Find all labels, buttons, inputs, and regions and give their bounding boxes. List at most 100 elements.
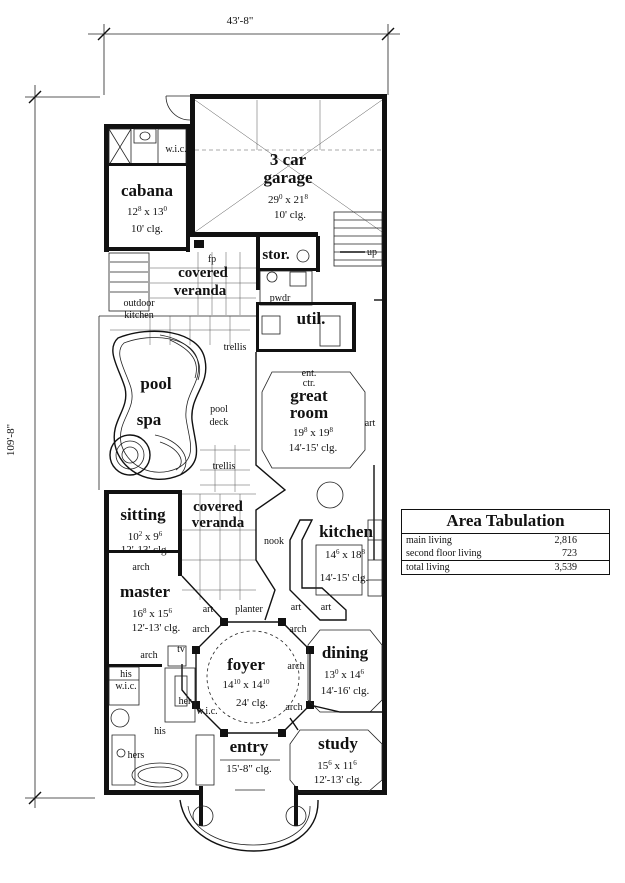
overall-depth-label: 109'-8" [5, 424, 17, 456]
pool-deck-2: deck [210, 417, 229, 428]
nook-label: nook [264, 536, 284, 547]
bottom-veranda-name-2: veranda [192, 515, 245, 531]
outdoor-kitchen-2: kitchen [124, 310, 153, 321]
arch-label-1: arch [132, 562, 149, 573]
master-walls [181, 575, 226, 713]
arch-label-6: arch [285, 702, 302, 713]
art-label-3: art [321, 602, 332, 613]
depth-dimension: 109'-8" [5, 85, 100, 808]
garage-dims: 290 x 218 [268, 193, 309, 206]
cabana-fixtures [108, 128, 187, 166]
area-row-total-living: total living 3,539 [402, 560, 609, 574]
foyer-dims: 1410 x 1410 [223, 678, 271, 691]
study-dims: 156 x 116 [317, 759, 357, 772]
kitchen-fixtures [289, 481, 383, 621]
cabana-ceiling: 10' clg. [131, 223, 163, 235]
arch-label-4: arch [140, 650, 157, 661]
great-room-dims: 198 x 198 [293, 426, 334, 439]
top-veranda-name-1: covered [178, 265, 228, 281]
foyer-rotunda [192, 618, 314, 737]
dining-name: dining [322, 643, 369, 662]
area-row-label: main living [406, 535, 452, 546]
pool-label: pool [140, 374, 171, 393]
great-room-name-1: great [290, 386, 328, 405]
great-room-walls [255, 299, 382, 621]
cabana-wic-label: w.i.c. [165, 144, 186, 155]
bottom-veranda-name-1: covered [193, 499, 243, 515]
foyer-ceiling: 24' clg. [236, 697, 268, 709]
foyer-name: foyer [227, 655, 265, 674]
great-room-art-label: art [365, 418, 376, 429]
his-bath-label: his [154, 726, 166, 737]
entry-name: entry [230, 737, 269, 756]
trellis-bottom-label: trellis [213, 461, 236, 472]
area-row-value: 723 [562, 548, 577, 559]
master-name: master [120, 582, 170, 601]
her-wic-1: her [179, 696, 192, 707]
area-row-value: 2,816 [554, 535, 578, 546]
arch-label-3: arch [289, 624, 306, 635]
width-dimension: 43'-8" [88, 15, 400, 95]
entry-portico [179, 759, 319, 852]
arch-label-2: arch [192, 624, 209, 635]
garage-ceiling: 10' clg. [274, 209, 306, 221]
kitchen-ceiling: 14'-15' clg. [320, 572, 369, 584]
area-row-label: total living [406, 562, 450, 573]
top-veranda-name-2: veranda [174, 283, 227, 299]
garage-name-1: 3 car [270, 150, 307, 169]
great-room-name-2: room [290, 403, 328, 422]
outdoor-kitchen-1: outdoor [123, 298, 155, 309]
study-walls [289, 717, 383, 793]
pool-deck-area [98, 315, 256, 492]
area-row-main-living: main living 2,816 [402, 534, 609, 547]
exterior-walls [104, 94, 387, 795]
veranda-grid-bottom [182, 493, 256, 600]
arch-label-5: arch [287, 661, 304, 672]
entertainment-center-1: ent. [302, 368, 317, 379]
sitting-dims: 102 x 96 [128, 530, 163, 543]
area-tabulation-table: Area Tabulation main living 2,816 second… [401, 509, 610, 575]
kitchen-dims: 146 x 188 [325, 548, 366, 561]
sitting-name: sitting [120, 505, 166, 524]
study-name: study [318, 734, 358, 753]
sitting-ceiling: 12'-13' clg. [121, 544, 170, 556]
kitchen-name: kitchen [319, 522, 373, 541]
garage-bays [165, 95, 383, 233]
his-wic-2: w.i.c. [115, 681, 136, 692]
trellis-top-label: trellis [224, 342, 247, 353]
dining-walls [307, 629, 383, 713]
master-dims: 168 x 156 [132, 607, 173, 620]
area-row-second-floor: second floor living 723 [402, 547, 609, 560]
tv-label: tv [177, 644, 185, 655]
great-room-ceiling: 14'-15' clg. [289, 442, 338, 454]
planter-label: planter [235, 604, 263, 615]
study-ceiling: 12'-13' clg. [314, 774, 363, 786]
area-tabulation-title: Area Tabulation [402, 510, 609, 534]
powder-room-label: pwdr [270, 293, 291, 304]
service-rooms [256, 232, 356, 352]
storage-label: stor. [262, 247, 290, 263]
entertainment-center-2: ctr. [303, 378, 316, 389]
stairs [333, 211, 383, 267]
master-ceiling: 12'-13' clg. [132, 622, 181, 634]
utility-label: util. [297, 309, 326, 328]
dining-dims: 130 x 146 [324, 668, 365, 681]
master-bath [108, 645, 215, 788]
her-wic-2: w.i.c. [196, 706, 217, 717]
hers-bath-label: hers [128, 750, 145, 761]
fireplace-label: fp [208, 254, 216, 265]
area-row-value: 3,539 [554, 562, 578, 573]
spa-label: spa [137, 410, 162, 429]
garage-name-2: garage [263, 168, 313, 187]
pool-deck-1: pool [210, 404, 228, 415]
area-row-label: second floor living [406, 548, 482, 559]
cabana-name: cabana [121, 181, 173, 200]
veranda-grid-top [108, 240, 256, 315]
stairs-up-label: up [367, 247, 377, 258]
dining-ceiling: 14'-16' clg. [321, 685, 370, 697]
overall-width-label: 43'-8" [227, 15, 254, 27]
art-label-1: art [291, 602, 302, 613]
entry-ceiling: 15'-8" clg. [226, 763, 272, 775]
art-label-2: art [203, 604, 214, 615]
